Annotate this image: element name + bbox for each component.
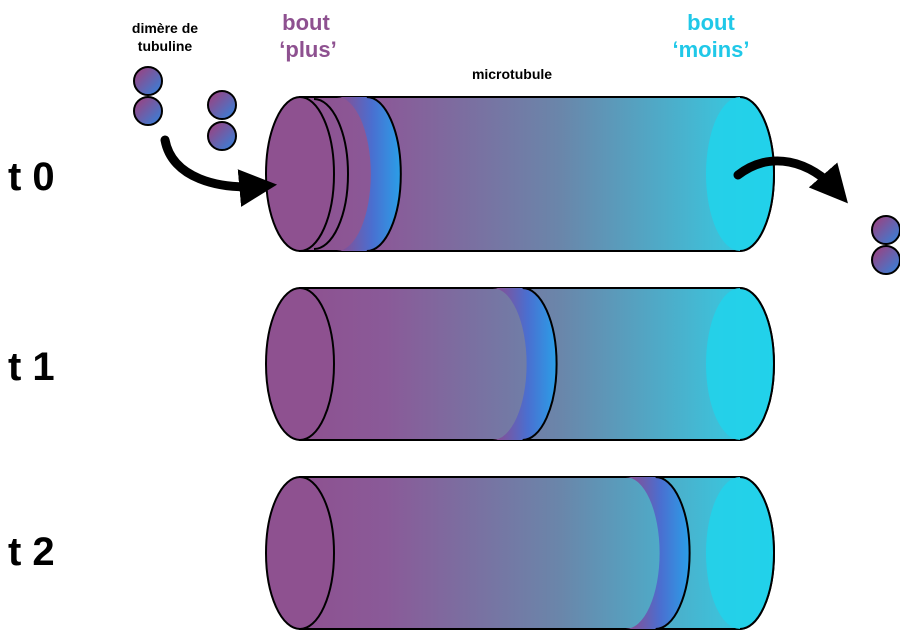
plus-end-face [265, 287, 335, 441]
minus-end-outline [739, 287, 775, 441]
time-label-t2: t 2 [8, 530, 55, 574]
plus-end-label-line1: bout [282, 10, 330, 35]
outgoing-dimer-arrow [733, 156, 848, 204]
tubulin-dimer-free-2 [207, 90, 237, 151]
microtubule-t1 [265, 287, 775, 441]
plus-end-face [265, 476, 335, 630]
microtubule-t2 [265, 476, 775, 630]
time-label-t1: t 1 [8, 345, 55, 389]
minus-end-outline [739, 476, 775, 630]
tubulin-dimer-released [871, 215, 900, 275]
minus-end-cap [706, 477, 774, 629]
tubulin-dimer-free-1 [133, 66, 163, 126]
minus-end-outline [739, 96, 775, 252]
time-label-t0: t 0 [8, 155, 55, 199]
plus-end-ring [313, 98, 349, 250]
band-edge [655, 476, 691, 630]
dimer-label-line1: dimère de [132, 20, 198, 36]
new-dimer-band [625, 477, 690, 629]
minus-end-label-line1: bout [687, 10, 735, 35]
minus-end-label-line2: ‘moins’ [672, 37, 749, 62]
dimer-label-line2: tubuline [138, 38, 193, 54]
microtubule-t0 [265, 96, 775, 252]
new-dimer-band [336, 97, 401, 251]
minus-end-cap [706, 288, 774, 440]
microtubule-label: microtubule [472, 66, 552, 82]
microtubule-body [299, 476, 775, 630]
band-edge [522, 287, 558, 441]
new-dimer-band [492, 288, 557, 440]
band-edge [366, 96, 402, 252]
plus-end-face [265, 96, 335, 252]
plus-end-label-line2: ‘plus’ [279, 37, 336, 62]
incoming-dimer-arrow [160, 135, 278, 207]
